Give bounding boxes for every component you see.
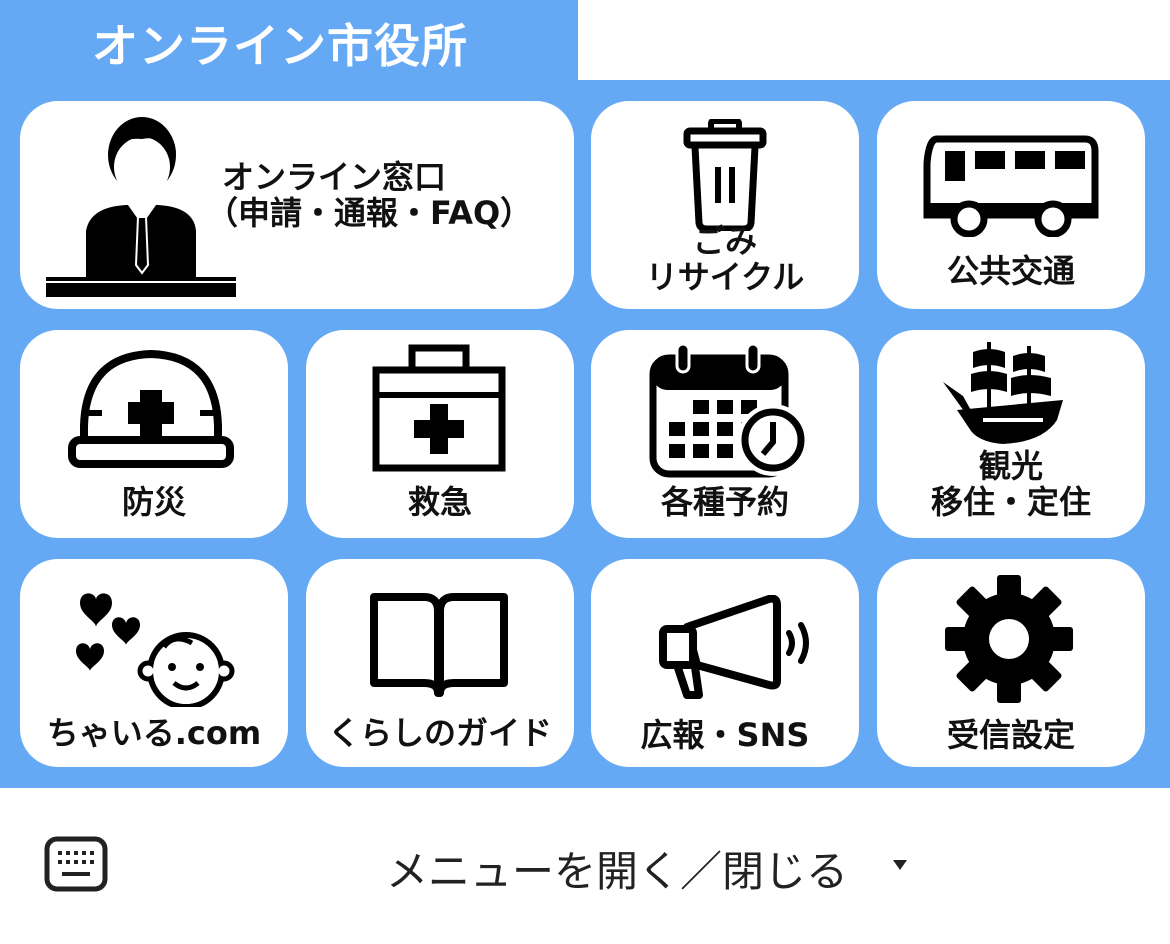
tile-label-line: 防災 [121, 483, 186, 521]
tile-notification-settings[interactable]: 受信設定 [877, 559, 1145, 767]
menu-toggle-label[interactable]: メニューを開く／閉じる [386, 847, 849, 896]
menu-title: オンライン市役所 [92, 19, 468, 73]
tile-label-line: くらしのガイド [327, 714, 552, 752]
baby-hearts-icon [76, 593, 235, 707]
first-aid-kit-icon [372, 344, 506, 472]
keyboard-icon[interactable] [44, 836, 108, 892]
menu-toggle-bar[interactable] [0, 788, 1170, 944]
tile-label-line: 公共交通 [946, 252, 1075, 290]
tile-label-line: 移住・定住 [930, 483, 1091, 521]
helmet-icon [68, 349, 234, 468]
caret-down-icon[interactable] [892, 859, 908, 871]
tile-label-line: 広報・SNS [640, 716, 810, 754]
sailing-ship-icon [943, 342, 1063, 444]
tile-pr-sns[interactable]: 広報・SNS [591, 559, 859, 767]
tile-public-transport[interactable]: 公共交通 [877, 101, 1145, 309]
gear-icon [945, 575, 1073, 703]
tile-garbage-recycle[interactable]: ごみ リサイクル [591, 101, 859, 309]
bus-icon [923, 135, 1099, 237]
tile-label-line: 受信設定 [946, 716, 1075, 754]
tile-label-line: 各種予約 [660, 483, 789, 521]
calendar-clock-icon [649, 342, 809, 478]
tile-label-line: 救急 [407, 483, 472, 521]
tile-living-guide[interactable]: くらしのガイド [306, 559, 574, 767]
megaphone-icon [659, 595, 809, 699]
tile-label-line: ちゃいる.com [46, 714, 262, 752]
trash-bin-icon [683, 119, 767, 231]
tile-online-counter[interactable]: オンライン窓口 （申請・通報・FAQ） [20, 101, 574, 309]
tile-label-line: リサイクル [645, 258, 805, 296]
tile-label-line: 観光 [978, 447, 1043, 485]
tile-chairu-com[interactable]: ちゃいる.com [20, 559, 288, 767]
clerk-at-desk-icon [46, 117, 236, 297]
tile-label-line: オンライン窓口 [222, 158, 447, 196]
tile-emergency[interactable]: 救急 [306, 330, 574, 538]
tile-reservations[interactable]: 各種予約 [591, 330, 859, 538]
tile-label-line: ごみ [692, 222, 757, 260]
tile-tourism-relocation[interactable]: 観光 移住・定住 [877, 330, 1145, 538]
tile-label-line: （申請・通報・FAQ） [206, 194, 533, 232]
tile-disaster-prevention[interactable]: 防災 [20, 330, 288, 538]
open-book-icon [370, 593, 508, 697]
menu-title-tab: オンライン市役所 [0, 0, 578, 80]
